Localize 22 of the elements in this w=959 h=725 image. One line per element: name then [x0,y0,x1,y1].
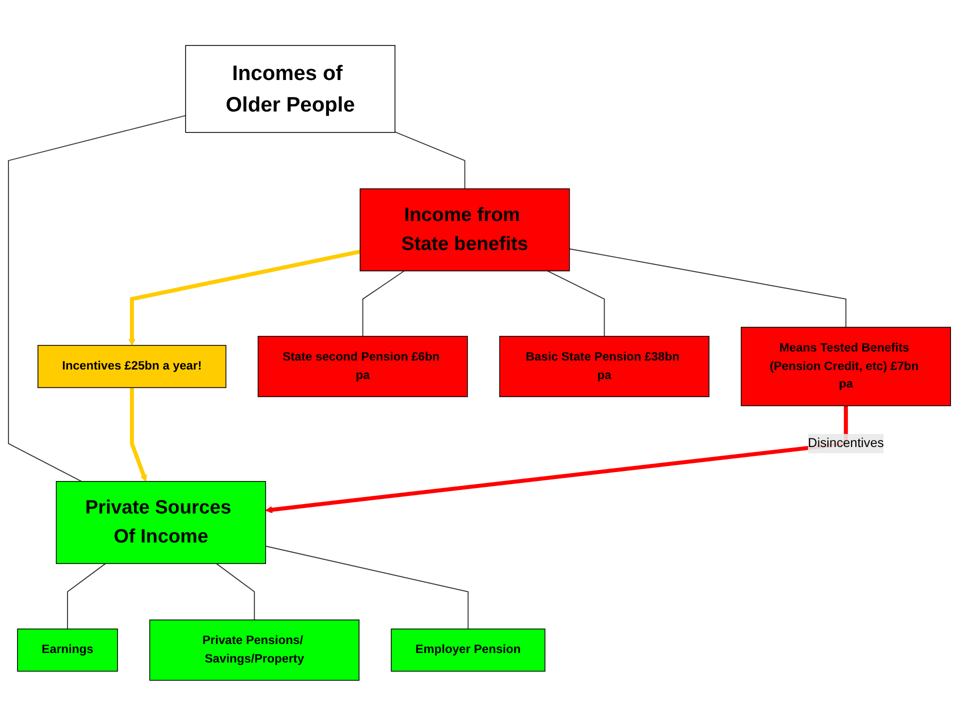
connector [67,562,106,630]
node-box: Means Tested Benefits (Pension Credit, etc) £7bn pa [740,326,951,406]
node-box: Basic State Pension £38bn pa [499,336,710,397]
node-box: Employer Pension [390,628,546,672]
connector [362,270,405,336]
connector [216,562,255,620]
connector [568,248,846,328]
node-box: State second Pension £6bn pa [258,336,468,397]
connector [547,270,605,336]
node-box: Income from State benefits [360,188,570,271]
arrow [265,405,848,513]
node-box: Incentives £25bn a year! [38,344,226,388]
node-box: Earnings [17,628,118,672]
node-box: Incomes of Older People [185,44,396,132]
arrow [128,249,361,346]
connector [265,545,469,630]
connector [8,114,186,482]
connector [394,131,466,189]
arrow [130,387,147,482]
node-box: Private Pensions/ Savings/Property [149,619,360,680]
node-box: Private Sources Of Income [56,480,266,564]
edge-label: Disincentives [808,436,884,450]
